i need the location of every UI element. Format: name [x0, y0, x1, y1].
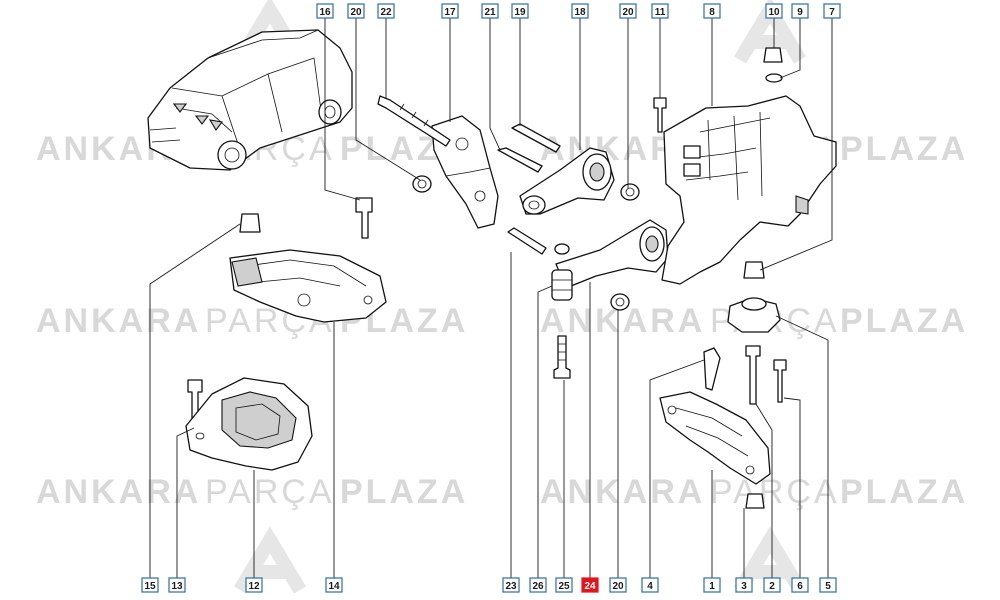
watermark-word-3: PLAZA: [840, 302, 968, 340]
nut-7: [743, 261, 765, 279]
watermark-word-1: ANKARA: [36, 473, 201, 511]
callout-20[interactable]: 20: [609, 577, 627, 593]
nut-20c: [610, 293, 630, 311]
bolt-23: [507, 227, 547, 255]
callout-26[interactable]: 26: [529, 577, 547, 593]
callout-label: 20: [350, 7, 362, 18]
callout-2[interactable]: 2: [763, 577, 781, 593]
watermark-word-1: ANKARA: [540, 473, 705, 511]
callout-25[interactable]: 25: [555, 577, 573, 593]
callout-label: 18: [574, 7, 586, 18]
buffer-10: [763, 47, 783, 83]
watermark-word-2: PARÇA: [205, 473, 335, 511]
lower-torque-rod-24: [555, 219, 669, 289]
callout-4[interactable]: 4: [641, 577, 659, 593]
callout-14[interactable]: 14: [325, 577, 343, 593]
bolt-22: [377, 95, 451, 147]
watermark-logo-bottom: [233, 526, 807, 594]
callout-label: 2: [769, 581, 775, 592]
callout-15[interactable]: 15: [141, 577, 159, 593]
callout-10[interactable]: 10: [765, 3, 783, 19]
rubber-bush-20a: [412, 175, 432, 193]
watermark-word-1: ANKARA: [36, 302, 201, 340]
callout-label: 9: [797, 7, 803, 18]
mount-bracket-14: [229, 249, 387, 323]
callout-21[interactable]: 21: [481, 3, 499, 19]
callout-label: 7: [829, 7, 835, 18]
watermark-word-3: PLAZA: [840, 130, 968, 168]
callout-label: 11: [655, 7, 666, 18]
mount-bracket-8: [661, 95, 837, 285]
callout-18[interactable]: 18: [571, 3, 589, 19]
callout-label: 3: [741, 581, 747, 592]
callout-label: 17: [444, 7, 456, 18]
callout-label: 20: [612, 581, 624, 592]
callout-20[interactable]: 20: [619, 3, 637, 19]
callout-6[interactable]: 6: [791, 577, 809, 593]
callout-label: 8: [709, 7, 715, 18]
bolt-6: [773, 359, 787, 403]
bolt-4: [703, 347, 721, 391]
watermark-word-3: PLAZA: [340, 473, 468, 511]
callout-label: 1: [709, 581, 715, 592]
callout-17[interactable]: 17: [441, 3, 459, 19]
callout-label: 21: [484, 7, 496, 18]
callout-label: 12: [248, 581, 260, 592]
bolt-25: [553, 335, 571, 379]
callout-20[interactable]: 20: [347, 3, 365, 19]
bolt-11: [653, 97, 667, 133]
watermark-word-3: PLAZA: [840, 473, 968, 511]
callout-label: 15: [144, 581, 156, 592]
callout-label: 25: [558, 581, 570, 592]
callout-23[interactable]: 23: [502, 577, 520, 593]
callout-8[interactable]: 8: [703, 3, 721, 19]
callout-19[interactable]: 19: [511, 3, 529, 19]
callout-5[interactable]: 5: [819, 577, 837, 593]
callout-1[interactable]: 1: [703, 577, 721, 593]
callout-9[interactable]: 9: [791, 3, 809, 19]
callout-3[interactable]: 3: [735, 577, 753, 593]
callout-label: 20: [622, 7, 634, 18]
mount-bracket-1: [659, 391, 771, 485]
callout-label: 16: [319, 7, 331, 18]
callout-16[interactable]: 16: [316, 3, 334, 19]
bolt-21-19: [497, 123, 561, 173]
callout-label: 13: [171, 581, 183, 592]
bush-26: [551, 243, 573, 301]
nut-15: [239, 213, 261, 233]
callout-label: 26: [532, 581, 544, 592]
callout-label: 19: [514, 7, 526, 18]
callout-24-highlighted[interactable]: 24: [581, 577, 599, 593]
leader-lines: [149, 18, 833, 578]
nut-3: [745, 493, 765, 509]
callouts-top: 16 20 22 17 21 19 18 20 11 8 10 9 7: [316, 3, 841, 19]
rubber-bush-20b: [620, 183, 640, 201]
callout-11[interactable]: 11: [651, 3, 669, 19]
callout-13[interactable]: 13: [168, 577, 186, 593]
callout-label: 24: [584, 581, 596, 592]
callouts-bottom: 15 13 12 14 23 26 25 24 20 4 1 3 2 6 5: [141, 577, 837, 593]
callout-label: 23: [505, 581, 517, 592]
callout-label: 6: [797, 581, 803, 592]
mount-12: [185, 377, 313, 471]
callout-label: 5: [825, 581, 831, 592]
callout-12[interactable]: 12: [245, 577, 263, 593]
mount-5: [727, 297, 781, 333]
callout-label: 4: [647, 581, 653, 592]
torque-rod-18: [519, 147, 615, 215]
stud-2: [745, 345, 761, 405]
callout-label: 10: [768, 7, 780, 18]
callout-label: 14: [328, 581, 340, 592]
callout-22[interactable]: 22: [377, 3, 395, 19]
callout-7[interactable]: 7: [823, 3, 841, 19]
car-illustration: [147, 29, 353, 171]
watermark-word-2: PARÇA: [710, 473, 840, 511]
upper-bracket-17: [431, 115, 499, 229]
bolt-16: [355, 197, 373, 239]
callout-label: 22: [380, 7, 392, 18]
